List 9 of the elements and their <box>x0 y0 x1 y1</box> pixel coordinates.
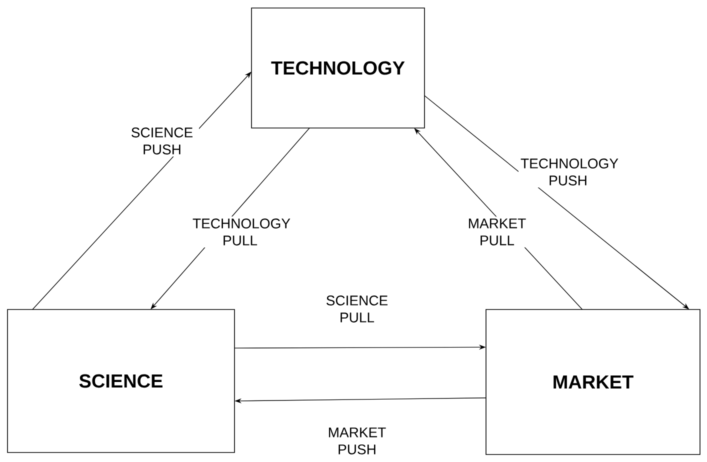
edge-label: TECHNOLOGY PULL <box>190 216 290 248</box>
concept-box: TECHNOLOGY <box>251 8 425 128</box>
concept-box: MARKET <box>486 309 700 455</box>
edge-label: MARKET PUSH <box>320 426 394 456</box>
edge-label: TECHNOLOGY PUSH <box>518 156 618 188</box>
concept-box: SCIENCE <box>7 309 235 453</box>
edge-label: SCIENCE PULL <box>320 294 394 324</box>
edge-label: SCIENCE PUSH <box>125 126 199 156</box>
edge-label: MARKET PULL <box>460 216 534 248</box>
